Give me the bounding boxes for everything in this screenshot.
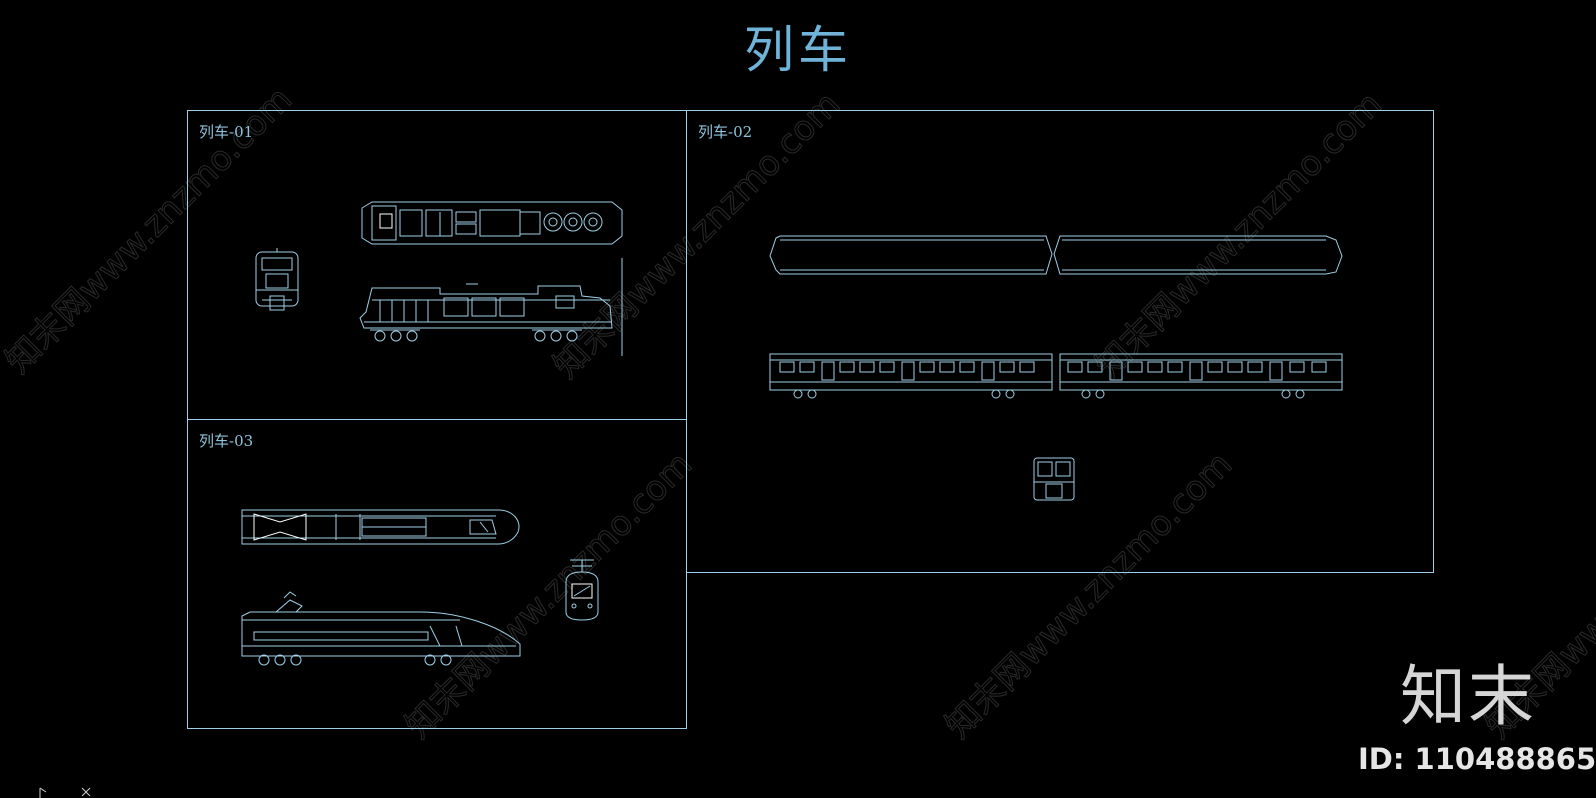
frame-label: 列车-02	[698, 123, 753, 141]
frame-label: 列车-01	[199, 123, 254, 141]
frame-label: 列车-03	[199, 432, 254, 450]
frame-train-01[interactable]: 列车-01	[187, 110, 687, 420]
frame-train-03[interactable]: 列车-03	[187, 419, 687, 729]
ucs-axis-icon	[39, 787, 91, 798]
frame-train-02[interactable]: 列车-02	[686, 110, 1434, 573]
brand-id: ID: 1104888650	[1358, 742, 1596, 776]
brand-logo: 知末	[1400, 658, 1536, 735]
page-title: 列车	[744, 21, 852, 79]
